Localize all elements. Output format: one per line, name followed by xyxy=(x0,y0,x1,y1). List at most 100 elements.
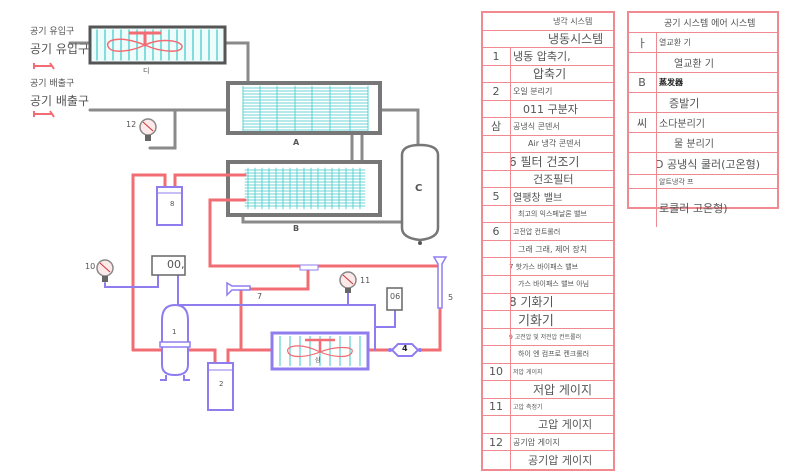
water-separator-c xyxy=(400,143,440,245)
label-12: 12 xyxy=(126,120,137,129)
column-divider xyxy=(510,240,511,258)
table-row: 로쿨러 고온형) xyxy=(629,189,777,227)
row-text: 냉동 압축기, xyxy=(513,50,571,64)
controller-box-2 xyxy=(386,287,403,311)
row-text: 증발기 xyxy=(669,96,700,110)
table-row: 물 분리기 xyxy=(629,133,777,153)
label-c: C xyxy=(415,183,423,194)
column-divider xyxy=(510,48,511,65)
row-text: 공냉식 콘덴서 xyxy=(513,121,560,131)
row-number: 1 xyxy=(492,49,500,63)
row-text: 그래 그래, 제어 장치 xyxy=(518,244,588,254)
column-divider xyxy=(656,189,657,227)
label-2: 2 xyxy=(219,380,224,388)
column-divider xyxy=(510,451,511,469)
row-number: 5 xyxy=(492,190,500,204)
table-row: 가스 바이패스 밸브 아님 xyxy=(483,275,613,294)
table-row: 하이 엔 컴프로 켄크롤러 xyxy=(483,346,613,364)
table-row: 냉각 시스템 xyxy=(483,13,613,31)
row-text: Air 냉각 콘덴서 xyxy=(528,139,581,149)
air-inlet-label: 공기 유입구 xyxy=(30,42,90,56)
oil-separator-2 xyxy=(207,362,234,411)
row-text: 저압 게이지 xyxy=(533,382,593,397)
label-11: 11 xyxy=(360,276,371,285)
column-divider xyxy=(510,223,511,240)
table-row: D 공냉식 쿨러(고온형) xyxy=(629,153,777,175)
row-text: 9 고전압 및 저전압 컨트롤러 xyxy=(509,334,582,342)
table-row: 저압 게이지 xyxy=(483,381,613,399)
table-row: 6 필터 건조기 xyxy=(483,153,613,171)
row-text: 열교환 기 xyxy=(659,38,691,47)
label-a: A xyxy=(293,138,300,147)
controller-1-display: 00, xyxy=(167,258,185,271)
column-divider xyxy=(510,275,511,293)
column-divider xyxy=(656,133,657,152)
label-7: 7 xyxy=(257,292,263,301)
table-row: 열교환 기 xyxy=(629,53,777,73)
column-divider xyxy=(510,346,511,363)
filter-dryer-4 xyxy=(388,343,422,357)
air-inlet-small-label: 공기 유입구 xyxy=(30,27,75,37)
row-number: 2 xyxy=(492,84,500,98)
row-text: 고전압 컨트롤러 xyxy=(513,227,561,236)
row-text: 열교환 기 xyxy=(674,59,714,70)
column-divider xyxy=(510,258,511,275)
table-row: 최고의 익스페날론 밸브 xyxy=(483,205,613,224)
heat-exchanger-a xyxy=(226,81,382,135)
row-text: 공기압 게이지 xyxy=(528,454,593,468)
table-row: 011 구분자 xyxy=(483,100,613,119)
column-divider xyxy=(510,188,511,205)
row-text: 7 핫가스 바이패스 밸브 xyxy=(509,262,579,271)
expansion-valve-5 xyxy=(432,256,448,309)
column-divider xyxy=(656,153,657,174)
row-text: 최고의 익스페날론 밸브 xyxy=(518,210,587,219)
row-number: ㅏ xyxy=(636,36,648,50)
air-cooler-d xyxy=(88,25,227,65)
column-divider xyxy=(510,100,511,118)
table-row: 6 고전압 컨트롤러 xyxy=(483,223,613,241)
column-divider xyxy=(656,33,657,52)
table-row: 1 냉동 압축기, xyxy=(483,48,613,66)
table-row: 증발기 xyxy=(629,93,777,113)
column-divider xyxy=(510,293,511,311)
column-divider xyxy=(510,205,511,223)
column-divider xyxy=(510,328,511,346)
table-row: 기화기 xyxy=(483,311,613,329)
column-divider xyxy=(510,363,511,381)
air-pipes xyxy=(68,41,420,224)
row-text: 011 구분자 xyxy=(523,102,578,116)
column-divider xyxy=(510,135,511,153)
label-10: 10 xyxy=(85,262,96,271)
table-row: 8 기화기 xyxy=(483,293,613,312)
bypass-valve-7 xyxy=(226,281,251,297)
row-text: 蒸发器 xyxy=(659,78,683,87)
table-row: 9 고전압 및 저전압 컨트롤러 xyxy=(483,328,613,347)
row-number: 6 xyxy=(492,225,500,239)
label-4: 4 xyxy=(402,344,408,353)
table-row: 7 핫가스 바이패스 밸브 xyxy=(483,258,613,276)
row-text: 고압 게이지 xyxy=(538,418,593,432)
column-divider xyxy=(510,153,511,170)
column-divider xyxy=(656,175,657,188)
label-1: 1 xyxy=(172,328,177,336)
label-8: 8 xyxy=(170,200,175,208)
column-divider xyxy=(510,398,511,416)
row-text: 공기 시스템 에어 시스템 xyxy=(664,19,756,29)
air-outlet-icon xyxy=(33,110,55,118)
condenser-3 xyxy=(270,331,370,371)
table-row: 압축기 xyxy=(483,65,613,84)
column-divider xyxy=(510,83,511,100)
row-text: 로쿨러 고온형) xyxy=(659,202,728,215)
row-text: 공기압 게이지 xyxy=(513,437,560,447)
column-divider xyxy=(510,65,511,83)
accumulator-8 xyxy=(156,186,183,226)
row-text: 냉각 시스템 xyxy=(553,16,593,26)
